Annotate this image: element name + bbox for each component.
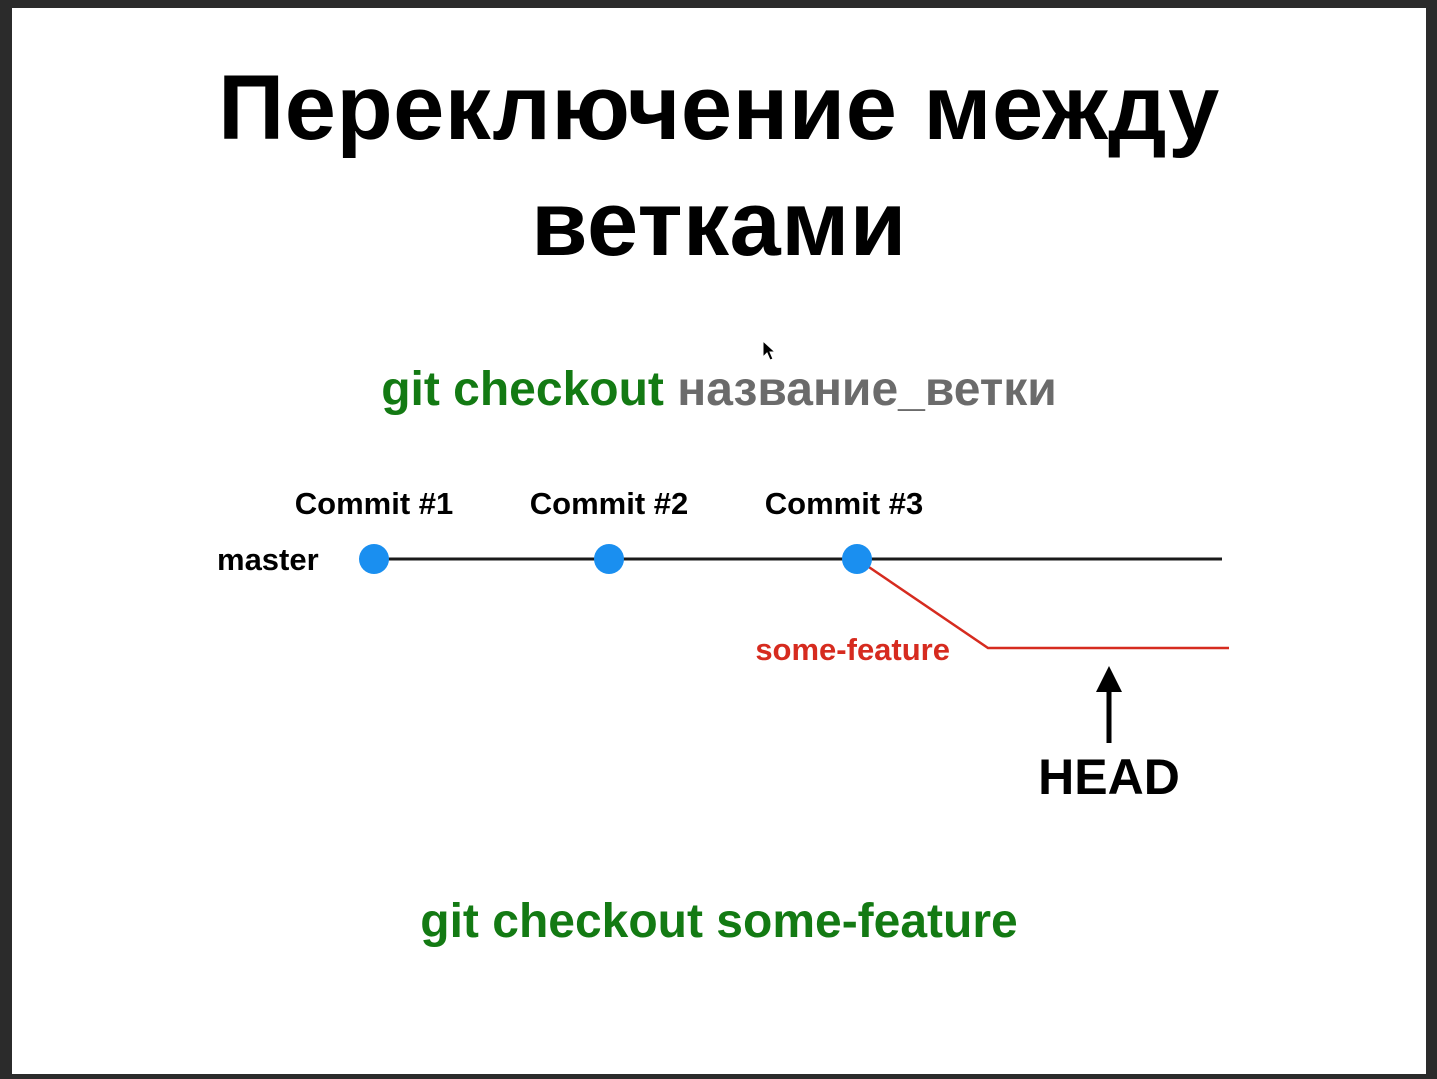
title-line-1: Переключение между [218,57,1220,159]
commit-label-1: Commit #1 [295,486,453,521]
mouse-pointer-icon [762,340,776,361]
commit-dot-1 [359,544,389,574]
commit-dot-3 [842,544,872,574]
feature-line [856,557,1229,650]
example-command: git checkout some-feature [420,895,1018,948]
commit-label-3: Commit #3 [765,486,923,521]
title-line-2: ветками [531,173,907,275]
branch-diagram: Commit #1 Commit #2 Commit #3 master som… [217,486,1229,805]
commit-label-2: Commit #2 [530,486,688,521]
slide: Переключение между ветками git checkout … [12,8,1426,1074]
syntax-command: git checkout [381,363,664,416]
commit-dot-2 [594,544,624,574]
head-label: HEAD [1038,749,1180,805]
head-arrow-icon [1096,666,1122,692]
syntax-argument: название_ветки [677,363,1057,416]
master-label: master [217,542,319,577]
syntax-line: git checkout название_ветки [12,360,1426,420]
feature-label: some-feature [755,632,950,667]
slide-title: Переключение между ветками [12,50,1426,282]
